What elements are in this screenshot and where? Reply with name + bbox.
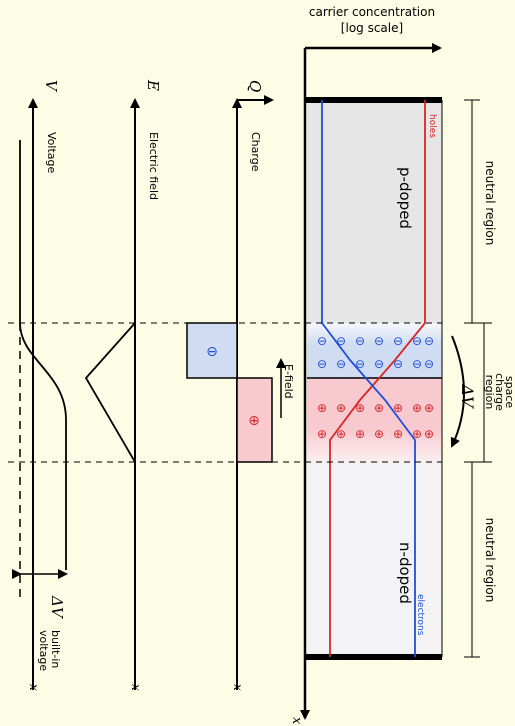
positive-charge: ⊕ [424, 427, 434, 441]
negative-charge: ⊖ [374, 357, 384, 371]
positive-charge: ⊕ [412, 401, 422, 415]
positive-charge: ⊕ [336, 401, 346, 415]
efield-label: E-field [282, 364, 295, 399]
negative-charge: ⊖ [355, 357, 365, 371]
builtin-voltage-line2: voltage [37, 630, 50, 671]
depletion-voltage-arc [450, 335, 465, 448]
positive-charge: ⊕ [393, 427, 403, 441]
voltage-curve [19, 140, 67, 570]
positive-charge: ⊕ [374, 427, 384, 441]
negative-charge-block [186, 322, 238, 379]
negative-charge: ⊖ [317, 357, 327, 371]
n-doped-label: n-doped [396, 542, 414, 604]
negative-charge: ⊖ [412, 357, 422, 371]
holes-curve [329, 100, 426, 657]
negative-charge-symbol: ⊖ [206, 344, 218, 360]
carrier-axis-x-label: x [289, 717, 304, 725]
positive-charge: ⊕ [412, 427, 422, 441]
charge-label: Charge [249, 132, 262, 172]
negative-charge: ⊖ [336, 334, 346, 348]
carrier-axis-title-line2: [log scale] [341, 21, 403, 35]
positive-charge: ⊕ [355, 401, 365, 415]
right-neutral-region-label: neutral region [483, 518, 497, 603]
efield-x-label: x [129, 684, 143, 691]
positive-charge: ⊕ [317, 401, 327, 415]
efield-plot-label: Electric field [147, 132, 160, 200]
positive-charge-symbol: ⊕ [248, 413, 260, 429]
positive-charges: ⊕⊕⊕⊕⊕⊕⊕⊕⊕⊕⊕⊕⊕⊕ [317, 401, 434, 441]
efield-curve [84, 322, 136, 463]
carrier-axis-title-line1: carrier concentration [309, 5, 435, 19]
space-charge-label-line3: region [483, 375, 496, 410]
positive-charge: ⊕ [424, 401, 434, 415]
holes-label: holes [427, 114, 437, 138]
voltage-label: Voltage [45, 132, 58, 173]
space-charge-label-line1: space [503, 376, 515, 409]
p-doped-label: p-doped [396, 167, 414, 229]
efield-symbol: E [144, 79, 162, 91]
negative-charge: ⊖ [393, 357, 403, 371]
depletion-voltage-symbol: ΔV [458, 383, 477, 409]
negative-charge: ⊖ [317, 334, 327, 348]
positive-charge: ⊕ [393, 401, 403, 415]
builtin-voltage-line1: built-in [49, 630, 62, 668]
voltage-x-label: x [27, 684, 41, 691]
negative-charge: ⊖ [374, 334, 384, 348]
negative-charge: ⊖ [424, 357, 434, 371]
positive-space-charge-region [307, 378, 442, 462]
negative-charge: ⊖ [393, 334, 403, 348]
electrons-curve [321, 100, 416, 657]
positive-charge: ⊕ [374, 401, 384, 415]
negative-charge: ⊖ [355, 334, 365, 348]
space-charge-label-line2: charge [493, 373, 506, 411]
left-neutral-region-label: neutral region [483, 161, 497, 246]
positive-charge-block [236, 377, 273, 463]
negative-charge: ⊖ [336, 357, 346, 371]
negative-charge: ⊖ [424, 334, 434, 348]
charge-x-label: x [231, 684, 245, 691]
positive-charge: ⊕ [317, 427, 327, 441]
positive-charge: ⊕ [336, 427, 346, 441]
voltage-symbol: V [42, 80, 60, 93]
positive-charge: ⊕ [355, 427, 365, 441]
negative-charges: ⊖⊖⊖⊖⊖⊖⊖⊖⊖⊖⊖⊖⊖⊖ [317, 334, 434, 371]
charge-symbol: Q [246, 80, 264, 92]
electrons-label: electrons [415, 594, 425, 636]
negative-charge: ⊖ [412, 334, 422, 348]
builtin-voltage-symbol: ΔV [48, 595, 66, 620]
p-doped-region [307, 100, 442, 323]
